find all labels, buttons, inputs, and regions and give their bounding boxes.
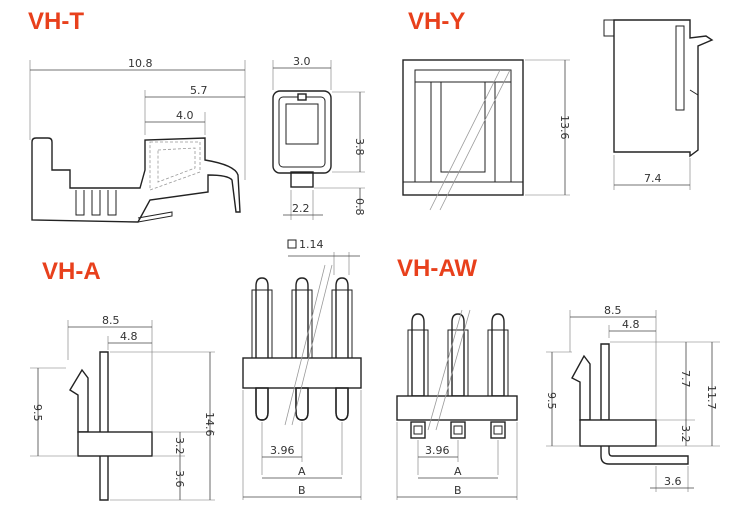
dim-vh-aw-h5: 3.6 (664, 475, 682, 488)
dim-vh-a-h2: 3.2 (173, 437, 186, 455)
dim-vh-a-h1: 9.5 (31, 404, 44, 422)
dim-vh-y-side-width: 7.4 (644, 172, 662, 185)
dim-vh-aw-h1: 9.5 (545, 392, 558, 410)
dim-vh-t-pin-height: 0.8 (353, 198, 366, 216)
dim-vh-aw-b: B (454, 484, 462, 497)
dim-vh-aw-a: A (454, 465, 462, 478)
dim-vh-t-end-height: 3.8 (353, 138, 366, 156)
dim-vh-a-pin: 1.14 (299, 238, 324, 251)
dim-vh-t-length: 10.8 (128, 57, 153, 70)
vh-a-side-view: 8.5 4.8 9.5 3.2 3.6 14.6 (30, 314, 216, 501)
vh-aw-pins (407, 313, 509, 397)
dim-vh-aw-w1: 8.5 (604, 304, 622, 317)
vh-aw-front-view: 3.96 A B (396, 309, 518, 500)
vh-aw-side-view: 8.5 4.8 9.5 7.7 3.2 11.7 3.6 (545, 304, 720, 492)
dim-vh-y-height: 13.6 (558, 115, 571, 140)
dim-vh-a-h3: 3.6 (173, 470, 186, 488)
title-vh-y: VH-Y (408, 8, 466, 35)
dim-vh-aw-pitch: 3.96 (425, 444, 450, 457)
dim-vh-a-total: 14.6 (203, 412, 216, 437)
vh-a-pins (251, 277, 353, 421)
vh-t-side-view: 10.8 5.7 4.0 (29, 57, 246, 223)
dim-vh-aw-h3: 11.7 (705, 385, 718, 410)
dim-vh-a-w1: 8.5 (102, 314, 120, 327)
title-vh-aw: VH-AW (397, 255, 477, 282)
dim-vh-t-mid: 5.7 (190, 84, 208, 97)
vh-y-side-view: 7.4 (603, 19, 714, 190)
dim-vh-t-pin-width: 2.2 (292, 202, 310, 215)
dim-vh-aw-w2: 4.8 (622, 318, 640, 331)
dim-vh-t-short: 4.0 (176, 109, 194, 122)
dim-vh-a-w2: 4.8 (120, 330, 138, 343)
dim-vh-a-b: B (298, 484, 306, 497)
dim-vh-aw-h4: 3.2 (679, 425, 692, 443)
title-vh-a: VH-A (42, 258, 101, 285)
dim-vh-aw-h2: 7.7 (679, 370, 692, 388)
title-vh-t: VH-T (28, 8, 84, 35)
dim-vh-a-a: A (298, 465, 306, 478)
vh-t-end-view: 3.0 3.8 0.8 2.2 (272, 55, 366, 220)
vh-a-front-view: 1.14 3 (242, 238, 362, 500)
dim-vh-a-pitch: 3.96 (270, 444, 295, 457)
vh-y-front-view: 13.6 (402, 59, 571, 211)
dim-vh-t-end-width: 3.0 (293, 55, 311, 68)
